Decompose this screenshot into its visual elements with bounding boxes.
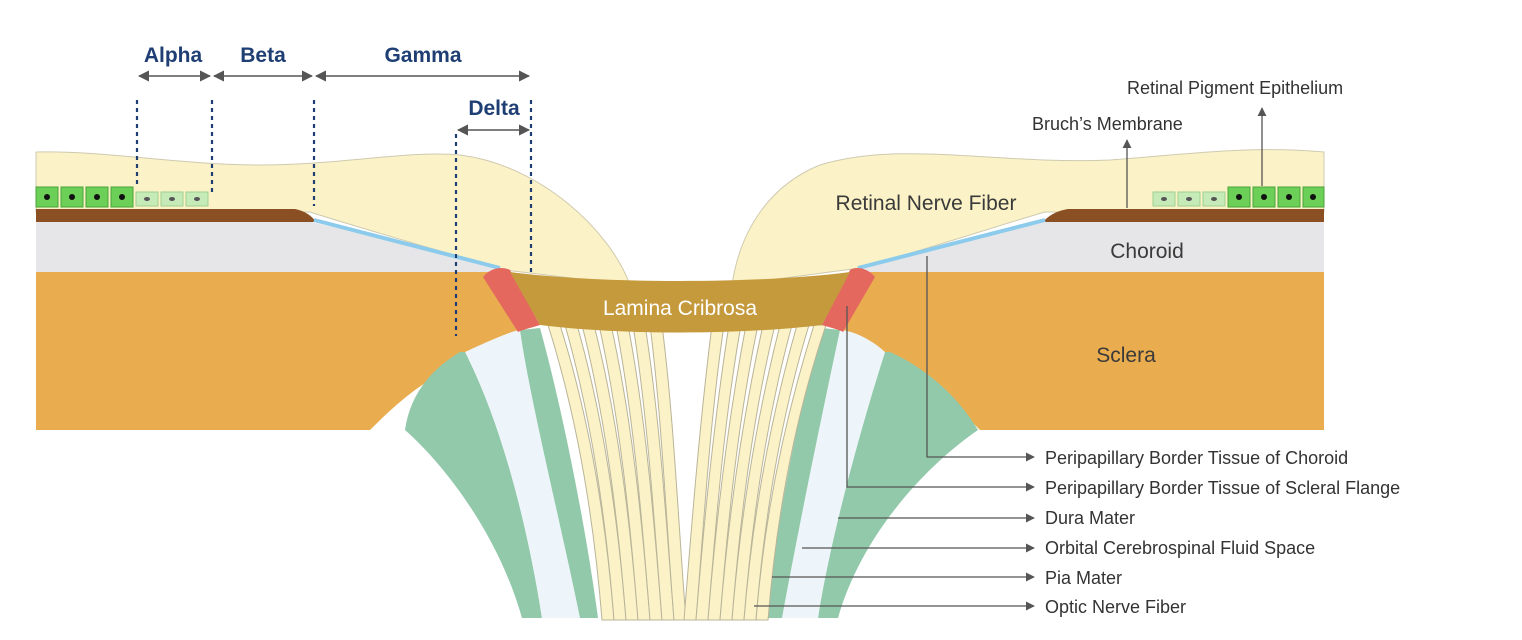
pia-mater-label: Pia Mater	[1045, 568, 1122, 588]
rpe-cells-right	[1152, 186, 1325, 208]
retinal-nerve-fiber-label: Retinal Nerve Fiber	[836, 192, 1017, 215]
dura-mater-label: Dura Mater	[1045, 508, 1135, 528]
beta-label: Beta	[240, 44, 286, 67]
bruchs-membrane-left	[36, 209, 316, 222]
rpe-cells-left	[35, 186, 209, 208]
border-tissue-choroid-label: Peripapillary Border Tissue of Choroid	[1045, 448, 1348, 468]
lamina-cribrosa-label: Lamina Cribrosa	[603, 297, 757, 320]
lamina-cribrosa	[510, 272, 850, 333]
retinal-nerve-fiber-right	[731, 149, 1325, 286]
border-tissue-scleral-flange-label: Peripapillary Border Tissue of Scleral F…	[1045, 478, 1400, 498]
csf-space-right	[782, 330, 885, 618]
border-tissue-choroid-left	[313, 218, 501, 270]
optic-nerve-fibers	[547, 324, 827, 621]
optic-nerve-fiber-label: Optic Nerve Fiber	[1045, 597, 1186, 617]
sclera-label: Sclera	[1096, 344, 1156, 367]
sclera-left	[36, 272, 520, 430]
border-tissue-choroid-pointer	[926, 256, 1035, 462]
dura-mater-left	[405, 352, 542, 618]
choroid-label: Choroid	[1110, 240, 1184, 263]
csf-space-left	[465, 330, 580, 618]
delta-label: Delta	[468, 97, 520, 120]
choroid-right	[860, 222, 1324, 272]
alpha-label: Alpha	[144, 44, 203, 67]
csf-space-label: Orbital Cerebrospinal Fluid Space	[1045, 538, 1315, 558]
pia-mater-right	[764, 328, 840, 618]
dura-mater-right	[818, 352, 978, 618]
choroid-left	[36, 222, 500, 272]
border-tissue-scleral-flange-left	[483, 268, 540, 332]
bruchs-membrane-label: Bruch’s Membrane	[1032, 114, 1183, 134]
pia-mater-left	[520, 328, 598, 618]
retinal-nerve-fiber-left	[35, 151, 631, 286]
sclera-right	[840, 272, 1324, 430]
border-tissue-choroid-right	[857, 218, 1046, 270]
bruchs-membrane-right	[1043, 209, 1324, 222]
border-tissue-scleral-flange-pointer	[846, 306, 1035, 492]
border-tissue-scleral-flange-right	[822, 268, 875, 332]
retinal-pigment-epithelium-label: Retinal Pigment Epithelium	[1127, 78, 1343, 98]
gamma-label: Gamma	[384, 44, 461, 67]
